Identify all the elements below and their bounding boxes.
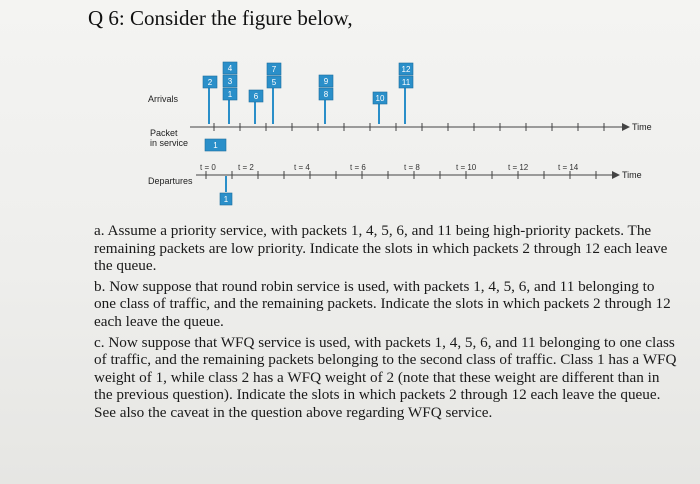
arrival-packet (202, 75, 218, 89)
slot-label: t = 6 (350, 163, 366, 172)
arrival-packet-number: 12 (402, 65, 411, 74)
arrival-packet (222, 87, 238, 101)
arrivals-label: Arrivals (148, 94, 179, 104)
arrival-packet (222, 74, 238, 88)
arrival-packet-number: 11 (402, 78, 411, 87)
arrival-packet-number: 8 (324, 90, 329, 99)
arrival-packet-number: 3 (228, 77, 233, 86)
slot-labels: t = 0 t = 2 t = 4 t = 6 t = 8 t = 10 t = 12 t =… (200, 163, 579, 172)
arrivals-axis-arrow (622, 123, 630, 131)
arrival-packet-number: 9 (324, 77, 329, 86)
arrival-packet (318, 74, 334, 88)
arrival-packet-number: 1 (228, 90, 233, 99)
arrivals-time-label: Time (632, 122, 652, 132)
arrival-packet-number: 10 (376, 94, 385, 103)
departure-packet: 1 (219, 176, 233, 206)
slot-ticks (205, 123, 605, 179)
question-c: c. Now suppose that WFQ service is used,… (94, 333, 677, 421)
arrival-packet-number: 7 (272, 65, 277, 74)
slot-label: t = 10 (456, 163, 477, 172)
packet-scheduling-figure: Time Arrivals Packet in service Time Dep… (148, 61, 652, 206)
arrival-packet-number: 2 (208, 78, 213, 87)
slot-label: t = 14 (558, 163, 579, 172)
departures-time-label: Time (622, 170, 642, 180)
departures-label: Departures (148, 176, 193, 186)
arrival-packet (372, 91, 388, 105)
arrival-packet-number: 4 (228, 64, 233, 73)
slot-label: t = 8 (404, 163, 420, 172)
slot-label: t = 0 (200, 163, 216, 172)
arrival-packet (222, 61, 238, 75)
service-packet: 1 (204, 138, 227, 152)
question-b: b. Now suppose that round robin service … (94, 277, 671, 330)
arrival-packet (398, 62, 414, 76)
question-heading: Q 6: Consider the figure below, (88, 6, 353, 30)
arrival-packet (398, 75, 414, 89)
slot-label: t = 12 (508, 163, 529, 172)
packet-in-service-label-line1: Packet (150, 128, 178, 138)
arrival-stacks: 2 1 3 4 6 5 7 8 9 10 11 12 (202, 61, 414, 124)
arrival-packet (318, 87, 334, 101)
packet-in-service-label-line2: in service (150, 138, 188, 148)
arrival-packet (266, 75, 282, 89)
arrival-packet (248, 89, 264, 103)
arrival-packet-number: 5 (272, 78, 277, 87)
arrival-packet (266, 62, 282, 76)
slot-label: t = 4 (294, 163, 310, 172)
question-a: a. Assume a priority service, with packe… (94, 222, 668, 275)
arrival-packet-number: 6 (254, 92, 259, 101)
departure-packet-number: 1 (224, 195, 229, 204)
slot-label: t = 2 (238, 163, 254, 172)
departures-axis-arrow (612, 171, 620, 179)
service-packet-number: 1 (213, 141, 218, 150)
question-list: a. Assume a priority service, with packe… (94, 222, 678, 425)
